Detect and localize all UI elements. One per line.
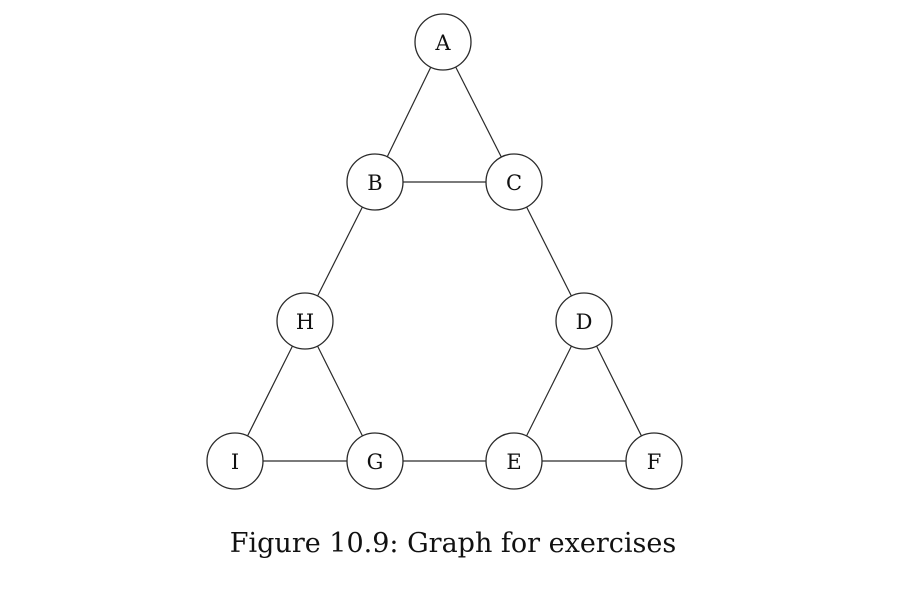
node-label: I [231, 450, 239, 474]
node-label: A [434, 31, 451, 55]
node-circle [346, 432, 404, 490]
node-circle [414, 13, 472, 71]
node-label: B [367, 171, 382, 195]
node-circle [485, 153, 543, 211]
node-label: E [506, 450, 521, 474]
graph-edges [234, 41, 655, 462]
node-label: D [576, 310, 593, 334]
node-a: A [414, 13, 472, 71]
node-label: C [506, 171, 522, 195]
figure-caption: Figure 10.9: Graph for exercises [229, 528, 677, 559]
node-e: E [485, 432, 543, 490]
node-label: H [296, 310, 314, 334]
node-c: C [485, 153, 543, 211]
node-circle [485, 432, 543, 490]
node-label: F [647, 450, 662, 474]
node-f: F [625, 432, 683, 490]
node-h: H [276, 292, 334, 350]
node-circle [625, 432, 683, 490]
node-label: G [367, 450, 384, 474]
node-circle [206, 432, 264, 490]
node-b: B [346, 153, 404, 211]
node-d: D [555, 292, 613, 350]
node-circle [276, 292, 334, 350]
graph-nodes: A B C D E F G H I [206, 13, 683, 490]
node-i: I [206, 432, 264, 490]
node-circle [346, 153, 404, 211]
node-circle [555, 292, 613, 350]
node-g: G [346, 432, 404, 490]
